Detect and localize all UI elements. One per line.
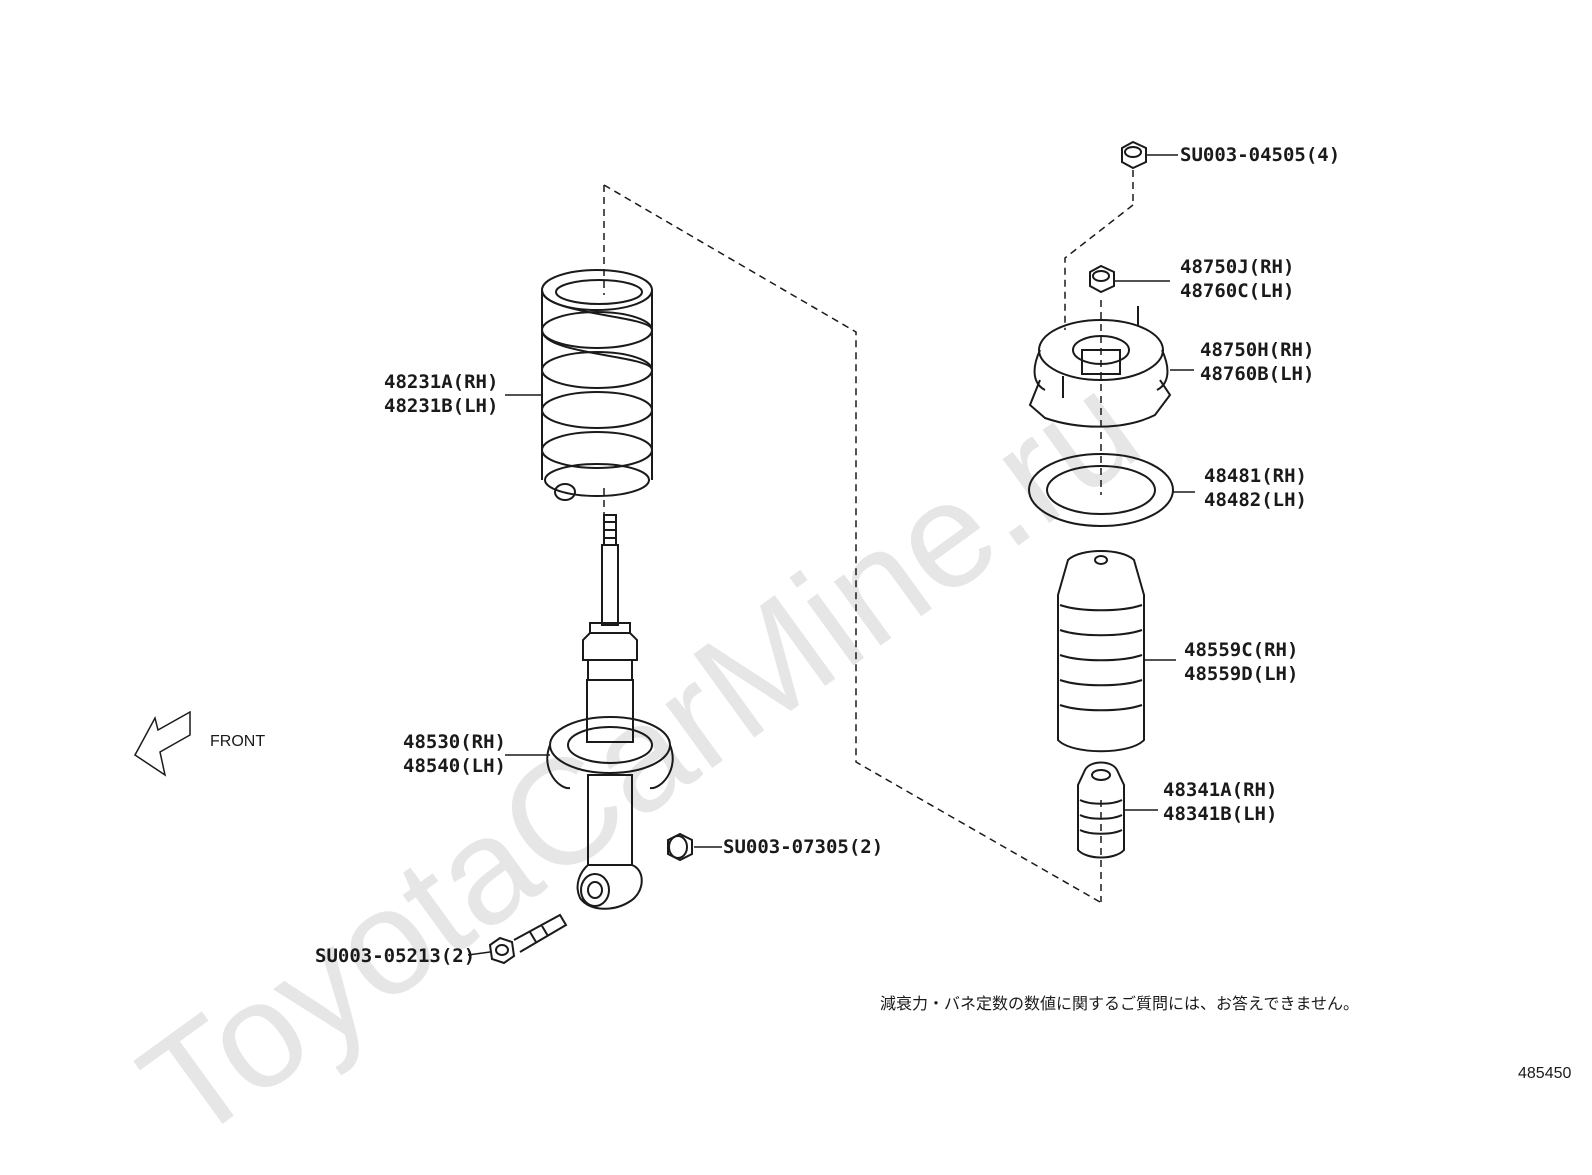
insulator-ring <box>1028 453 1195 527</box>
front-arrow-icon <box>134 710 191 777</box>
dust-boot <box>1057 550 1176 753</box>
lower-nut <box>667 832 722 862</box>
bump-stop <box>1077 761 1158 859</box>
figure-number: 485450 <box>1518 1065 1572 1082</box>
shock-absorber <box>546 514 674 910</box>
upper-mount <box>1028 306 1194 428</box>
label-bolt-lower: SU003-05213(2) <box>315 945 476 967</box>
mount-nut <box>1089 264 1170 294</box>
assembly-dashed-outline <box>603 170 1134 903</box>
front-label: FRONT <box>210 733 266 750</box>
label-mount: 48750H(RH) 48760B(LH) <box>1200 339 1315 385</box>
lower-bolt <box>467 913 568 965</box>
label-spring: 48231A(RH) 48231B(LH) <box>384 371 499 417</box>
label-nut-top: SU003-04505(4) <box>1180 144 1341 166</box>
parts-diagram <box>134 140 1195 965</box>
note-text: 減衰力・バネ定数の数値に関するご質問には、お答えできません。 <box>880 994 1360 1013</box>
label-nut-lower: SU003-07305(2) <box>723 836 884 858</box>
top-nut <box>1121 140 1178 170</box>
label-bumper: 48341A(RH) 48341B(LH) <box>1163 779 1278 825</box>
coil-spring <box>541 269 653 501</box>
label-mount-nut: 48750J(RH) 48760C(LH) <box>1180 256 1295 302</box>
label-shock: 48530(RH) 48540(LH) <box>403 731 506 777</box>
label-boot: 48559C(RH) 48559D(LH) <box>1184 639 1299 685</box>
label-insulator: 48481(RH) 48482(LH) <box>1204 465 1307 511</box>
